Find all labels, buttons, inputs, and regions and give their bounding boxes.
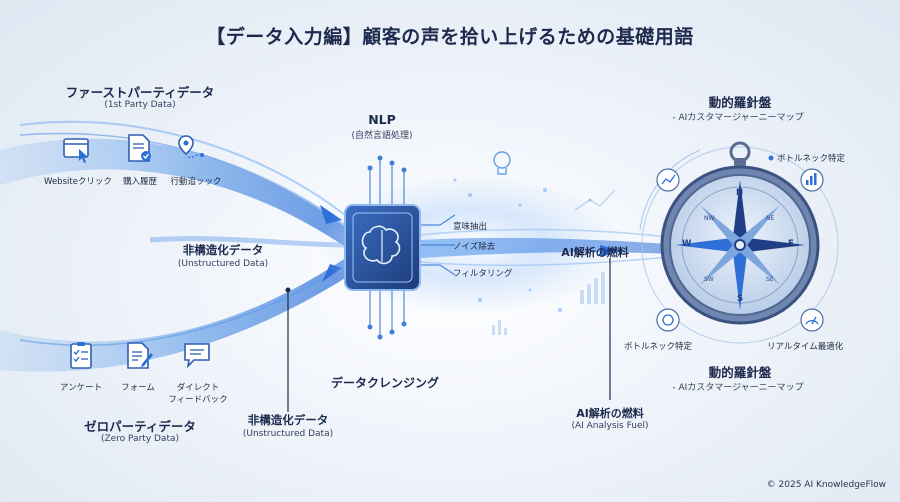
compass-top-title: 動的羅針盤 xyxy=(708,95,772,110)
lightbulb-graphic xyxy=(493,151,511,175)
purchase-history-icon xyxy=(128,134,151,162)
compass-bottom-subtitle: - AIカスタマージャーニーマップ xyxy=(672,383,804,393)
unstructured-mid-subtitle: (Unstructured Data) xyxy=(177,259,269,269)
survey-clipboard-icon xyxy=(70,342,92,369)
zero-party-item-survey: アンケート xyxy=(59,383,103,393)
realtime-optimization-label: リアルタイム最適化 xyxy=(767,342,844,352)
fuel-bottom-subtitle: (AI Analysis Fuel) xyxy=(571,421,649,431)
compass-dir-n: N xyxy=(736,188,744,198)
first-party-title: ファーストパーティデータ xyxy=(65,85,215,100)
first-party-item-web-click: Websiteクリック xyxy=(44,177,112,187)
compass-dir-e: E xyxy=(788,239,794,249)
compass-dir-se: SE xyxy=(766,276,774,283)
compass-dir-nw: NW xyxy=(704,215,715,222)
nlp-step-meaning-extraction: 意味抽出 xyxy=(453,222,488,232)
first-party-item-tracking: 行動追ッック xyxy=(170,177,222,187)
compass-dir-w: W xyxy=(682,239,692,249)
zero-party-item-direct: ダイレクト xyxy=(176,383,220,393)
zero-party-item-feedback: フィードバック xyxy=(168,395,228,405)
first-party-subtitle: (1st Party Data) xyxy=(104,100,176,110)
browser-click-icon xyxy=(63,138,89,163)
zero-party-title: ゼロパーティデータ xyxy=(84,419,196,434)
upper-stream xyxy=(0,138,350,250)
tracking-pin-icon xyxy=(178,135,204,159)
circuit-lines xyxy=(369,160,456,335)
compass-dir-sw: SW xyxy=(704,276,714,283)
nlp-subtitle: (自然言語処理) xyxy=(351,131,413,141)
copyright-text: © 2025 AI KnowledgeFlow xyxy=(766,480,886,490)
compass-graphic xyxy=(660,141,820,325)
fuel-mid-label: AI解析の燃料 xyxy=(561,246,629,259)
lower-stream xyxy=(0,255,350,372)
upper-stream-edge xyxy=(19,120,346,216)
page-title: 【データ入力編】顧客の声を拾い上げるための基礎用語 xyxy=(206,26,694,48)
data-cleansing-label: データクレンジング xyxy=(330,376,439,390)
speech-bubble-icon xyxy=(184,343,210,369)
zero-party-item-form: フォーム xyxy=(121,383,155,393)
unstructured-bottom-subtitle: (Unstructured Data) xyxy=(242,429,334,439)
compass-dir-ne: NE xyxy=(766,215,775,222)
bottleneck-top-label: ボトルネック特定 xyxy=(777,154,846,164)
nlp-title: NLP xyxy=(368,112,396,127)
form-document-icon xyxy=(127,342,153,369)
fuel-beam xyxy=(420,237,690,258)
unstructured-bottom-title: 非構造化データ xyxy=(247,413,329,427)
compass-dir-s: S xyxy=(737,294,744,304)
compass-bottom-title: 動的羅針盤 xyxy=(708,365,772,380)
unstructured-mid-title: 非構造化データ xyxy=(182,243,264,257)
bottleneck-bottom-label: ボトルネック特定 xyxy=(624,342,693,352)
zero-party-subtitle: (Zero Party Data) xyxy=(100,434,180,444)
fuel-bottom-title: AI解析の燃料 xyxy=(576,407,644,420)
nlp-step-filtering: フィルタリング xyxy=(453,269,513,279)
nlp-step-noise-removal: ノイズ除去 xyxy=(453,242,496,252)
first-party-item-purchase: 購入履歴 xyxy=(122,177,157,187)
compass-top-subtitle: - AIカスタマージャーニーマップ xyxy=(672,113,804,123)
nlp-chip xyxy=(344,204,421,291)
